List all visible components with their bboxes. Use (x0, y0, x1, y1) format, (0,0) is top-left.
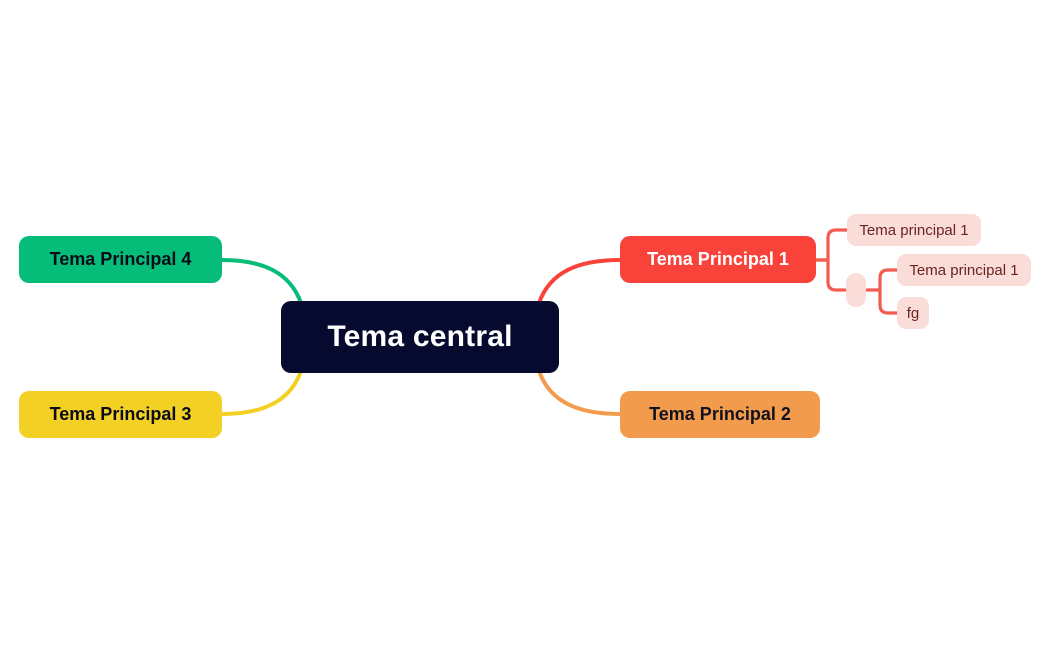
connector-bracket-primary (826, 228, 849, 292)
node-main-topic-4[interactable]: Tema Principal 4 (19, 236, 222, 283)
node-central[interactable]: Tema central (281, 301, 559, 373)
node-main-topic-3[interactable]: Tema Principal 3 (19, 391, 222, 438)
node-subtopic-empty[interactable] (846, 273, 866, 307)
node-subtopic-3[interactable]: fg (897, 297, 929, 329)
connector-bracket-secondary (878, 268, 899, 315)
connector-branch-2 (537, 369, 622, 416)
connector-branch-3 (220, 369, 303, 416)
node-main-topic-1[interactable]: Tema Principal 1 (620, 236, 816, 283)
node-subtopic-2[interactable]: Tema principal 1 (897, 254, 1031, 286)
connector-branch-1 (537, 258, 622, 305)
connector-branch-4 (220, 258, 303, 305)
node-subtopic-1[interactable]: Tema principal 1 (847, 214, 981, 246)
node-main-topic-2[interactable]: Tema Principal 2 (620, 391, 820, 438)
